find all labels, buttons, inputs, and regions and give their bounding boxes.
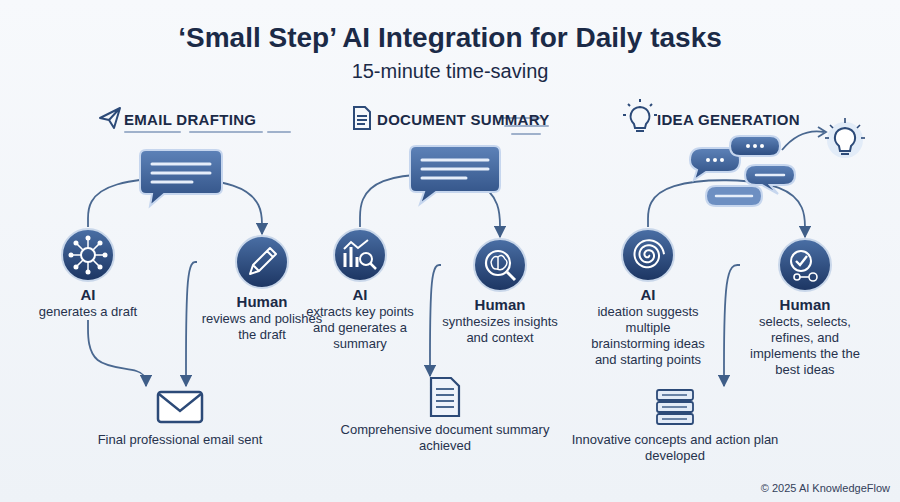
document-icon xyxy=(354,107,370,129)
result-item: Innovative concepts and action plan deve… xyxy=(550,386,800,464)
result-icon xyxy=(420,376,470,418)
actor-heading: Human xyxy=(441,297,559,313)
ai-step: AIgenerates a draft xyxy=(36,227,140,320)
section-heading: EMAIL DRAFTING xyxy=(124,111,256,128)
step-circle-icon xyxy=(620,227,676,283)
result-text: Comprehensive document summary achieved xyxy=(325,422,565,454)
copyright-note: © 2025 AI KnowledgeFlow xyxy=(761,482,890,494)
result-item: Final professional email sent xyxy=(70,386,290,448)
step-circle-icon xyxy=(777,237,833,293)
ai-step: AIextracts key points and generates a su… xyxy=(301,227,419,352)
actor-heading: AI xyxy=(589,287,707,303)
flow-arrow xyxy=(724,265,740,386)
flow-arrow xyxy=(186,262,197,386)
step-description: selects, selects, refines, and implement… xyxy=(740,314,870,378)
actor-heading: Human xyxy=(740,297,870,313)
subtitle: 15-minute time-saving xyxy=(0,60,900,83)
step-description: ideation suggests multiple brainstorming… xyxy=(589,304,707,368)
actor-heading: AI xyxy=(301,287,419,303)
ai-step: AIideation suggests multiple brainstormi… xyxy=(589,227,707,368)
step-circle-icon xyxy=(234,234,290,290)
section-heading: DOCUMENT SUMMARY xyxy=(377,111,550,128)
step-description: generates a draft xyxy=(36,304,140,320)
section-heading: IDEA GENERATION xyxy=(657,111,800,128)
actor-heading: AI xyxy=(36,287,140,303)
result-icon xyxy=(650,386,700,428)
speech-bubble xyxy=(140,150,222,206)
flow-arrow xyxy=(88,320,146,386)
idea-arrow xyxy=(782,127,826,150)
step-circle-icon xyxy=(60,227,116,283)
result-item: Comprehensive document summary achieved xyxy=(325,376,565,454)
result-text: Final professional email sent xyxy=(70,432,290,448)
flow-arrow xyxy=(648,180,805,237)
glowing-lightbulb xyxy=(825,118,865,158)
speech-bubble-cluster xyxy=(690,136,795,206)
step-description: extracts key points and generates a summ… xyxy=(301,304,419,352)
speech-bubble xyxy=(410,146,500,204)
flow-arrow xyxy=(430,265,441,376)
result-icon xyxy=(155,386,205,428)
result-text: Innovative concepts and action plan deve… xyxy=(550,432,800,464)
step-circle-icon xyxy=(332,227,388,283)
human-step: Humanselects, selects, refines, and impl… xyxy=(740,237,870,378)
step-description: synthesizes insights and context xyxy=(441,314,559,346)
paper-plane-icon xyxy=(100,108,120,128)
step-circle-icon xyxy=(472,237,528,293)
human-step: Humansynthesizes insights and context xyxy=(441,237,559,346)
diagram-title: ‘Small Step’ AI Integration for Daily ta… xyxy=(0,22,900,54)
human-step: Humanreviews and polishes the draft xyxy=(197,234,327,343)
lightbulb-icon xyxy=(623,99,657,131)
